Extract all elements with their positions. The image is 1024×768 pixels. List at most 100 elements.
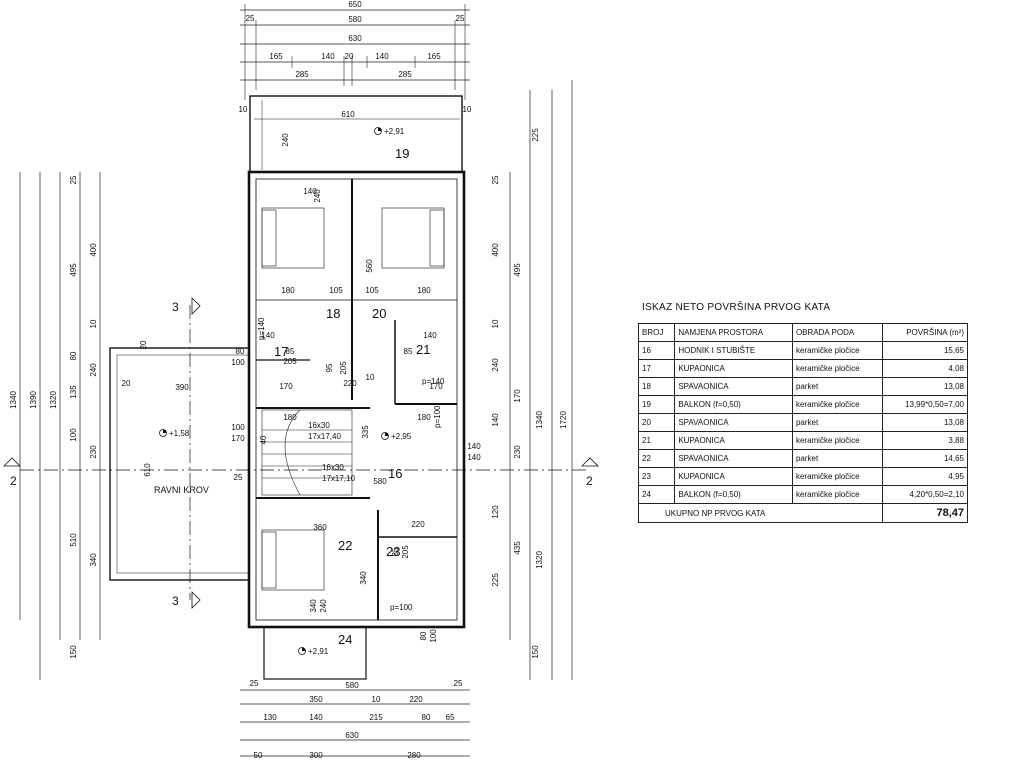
cell-floor: keramičke pločice (791, 341, 884, 360)
cell-number: 17 (637, 359, 676, 378)
cell-purpose: KUPAONICA (674, 431, 793, 450)
cell-number: 16 (637, 341, 676, 360)
dim-label: 150 (69, 645, 78, 659)
cell-floor: keramičke pločice (791, 431, 884, 450)
top-dimension-values: 650 25 580 25 630 165 140 20 140 165 285… (239, 0, 472, 119)
level-value: +1,58 (169, 429, 190, 438)
dim-label: 1320 (49, 391, 58, 409)
dim-label: 360 (313, 523, 327, 532)
net-area-table: ISKAZ NETO POVRŠINA PRVOG KATA BROJ NAMJ… (637, 302, 1024, 523)
flat-roof-outline (109, 347, 250, 581)
cell-floor: keramičke pločice (791, 467, 884, 486)
cell-floor: keramičke pločice (791, 485, 884, 504)
room-number: 18 (326, 306, 340, 321)
top-dimension-lines (240, 4, 470, 100)
dim-label: 240 (491, 358, 500, 372)
dim-label: 100 (429, 629, 438, 643)
dim-label: 140 (375, 52, 389, 61)
dim-label: 25 (491, 175, 500, 184)
inner-dimension-values: 240 140 240 560 180 105 105 180 140 85 2… (122, 133, 482, 643)
dim-label: 130 (263, 713, 277, 722)
cell-purpose: HODNIK I STUBIŠTE (674, 341, 793, 360)
dim-label: 240 (313, 189, 322, 203)
dim-label: 100 (231, 423, 245, 432)
cell-purpose: KUPAONICA (674, 359, 793, 378)
balcony-24-outline (263, 626, 367, 680)
dim-label: 140 (303, 187, 317, 196)
stair-label: 16x30 (322, 463, 344, 472)
section-label: 3 (172, 300, 179, 314)
dim-label: 140 (423, 331, 437, 340)
dim-label: 240 (319, 599, 328, 613)
section-marker-labels: 3 3 2 2 (10, 300, 593, 608)
dim-label: 25 (234, 473, 243, 482)
dim-label: 580 (348, 15, 362, 24)
shower-labels: p=140 p=140 p=100 p=100 (257, 317, 445, 612)
dim-label: 335 (361, 425, 370, 439)
shower-label: p=100 (433, 405, 442, 428)
bottom-dimension-lines (240, 689, 470, 757)
cell-area: 14,65 (882, 449, 968, 468)
dim-label: 170 (231, 434, 245, 443)
dim-label: 100 (231, 358, 245, 367)
dim-label: 105 (329, 286, 343, 295)
level-markers: +2,91 +1,58 +2,95 +2,91 (159, 127, 412, 656)
dim-label: 25 (69, 175, 78, 184)
table-row: 18 SPAVAONICA parket 13,08 (637, 377, 968, 396)
dim-label: 40 (259, 435, 268, 444)
dim-label: 20 (139, 340, 148, 349)
cell-floor: keramičke pločice (791, 359, 884, 378)
level-value: +2,95 (391, 432, 412, 441)
header-area: POVRŠINA (m²) (882, 323, 968, 342)
level-marker-balcony-19: +2,91 (374, 127, 405, 136)
dim-label: 240 (281, 133, 290, 147)
room-numbers: 19 18 20 17 21 16 22 23 24 (274, 146, 430, 647)
dim-label: 340 (89, 553, 98, 567)
right-dimension-values: 225 25 495 400 10 240 170 140 230 120 43… (491, 128, 568, 659)
dim-label: 25 (454, 679, 463, 688)
stair-label: 17x17,40 (308, 432, 341, 441)
header-purpose: NAMJENA PROSTORA (674, 323, 793, 342)
area-table-grid: BROJ NAMJENA PROSTORA OBRADA PODA POVRŠI… (637, 323, 968, 523)
table-row: 16 HODNIK I STUBIŠTE keramičke pločice 1… (637, 341, 968, 360)
cell-area: 4,20*0,50=2,10 (882, 485, 968, 504)
dim-label: 140 (467, 442, 481, 451)
dim-label: 340 (359, 571, 368, 585)
dim-label: 180 (417, 286, 431, 295)
dim-label: 400 (89, 243, 98, 257)
level-value: +2,91 (384, 127, 405, 136)
dim-label: 435 (513, 541, 522, 555)
table-row: 24 BALKON (f=0,50) keramičke pločice 4,2… (637, 485, 968, 504)
section-markers (3, 297, 599, 609)
cell-purpose: BALKON (f=0,50) (674, 485, 793, 504)
dim-label: 350 (309, 695, 323, 704)
dim-label: 580 (373, 477, 387, 486)
right-dimension-lines (509, 80, 573, 680)
dim-label: 140 (309, 713, 323, 722)
room-number: 20 (372, 306, 386, 321)
dim-label: 80 (422, 713, 431, 722)
cell-number: 23 (637, 467, 676, 486)
dim-label: 170 (513, 389, 522, 403)
cell-area: 4,95 (882, 467, 968, 486)
cell-floor: parket (791, 449, 884, 468)
table-row: 22 SPAVAONICA parket 14,65 (637, 449, 968, 468)
table-header-row: BROJ NAMJENA PROSTORA OBRADA PODA POVRŠI… (637, 323, 968, 342)
dim-label: 180 (281, 286, 295, 295)
cell-number: 20 (637, 413, 676, 432)
dim-label: 1720 (559, 411, 568, 429)
dim-label: 205 (283, 357, 297, 366)
dim-label: 85 (391, 547, 400, 556)
table-total-row: UKUPNO NP PRVOG KATA 78,47 (637, 503, 968, 523)
cell-number: 18 (637, 377, 676, 396)
stair-label: 17x17,10 (322, 474, 355, 483)
dim-label: 650 (348, 0, 362, 9)
shower-label: p=140 (257, 317, 266, 340)
cell-area: 13,08 (882, 377, 968, 396)
dim-label: 495 (513, 263, 522, 277)
dim-label: 20 (122, 379, 131, 388)
level-marker-hall: +2,95 (381, 432, 412, 441)
dim-label: 85 (286, 347, 295, 356)
dim-label: 80 (69, 351, 78, 360)
dim-label: 220 (343, 379, 357, 388)
